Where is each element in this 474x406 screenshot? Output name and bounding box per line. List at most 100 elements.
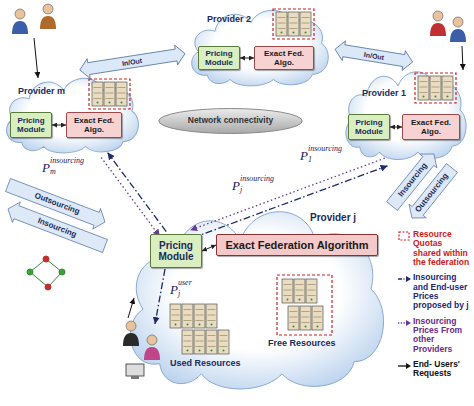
server-slot — [184, 315, 192, 316]
server-slot — [118, 93, 126, 94]
server-slot — [278, 28, 286, 29]
server-slot — [284, 284, 292, 285]
legend-sample — [398, 318, 411, 328]
server-slot — [302, 23, 310, 24]
server-icon — [218, 330, 229, 354]
server-icon — [294, 279, 305, 303]
line-sample — [398, 322, 407, 323]
server-slot — [290, 28, 298, 29]
server-led — [223, 350, 225, 352]
user-body — [40, 16, 56, 29]
price-symbol: P — [42, 160, 50, 176]
legend-text: Resource Quotas shared within the federa… — [413, 230, 472, 267]
provider-title: Provider 2 — [207, 14, 251, 24]
server-led — [305, 326, 307, 328]
user-head — [433, 11, 443, 21]
inout-arrow — [80, 45, 185, 78]
module-link — [52, 125, 66, 126]
server-slot — [278, 17, 286, 18]
request-arrow — [128, 298, 134, 318]
server-led — [423, 96, 425, 98]
server-icon — [194, 304, 205, 328]
server-led — [211, 350, 213, 352]
price-symbol: P — [170, 282, 178, 298]
legend-sample — [398, 361, 411, 371]
server-slot — [420, 81, 428, 82]
module-link — [390, 127, 402, 128]
server-slot — [302, 317, 310, 318]
quota-sample — [399, 232, 409, 240]
price-line — [101, 157, 160, 236]
price-superscript: insourcing — [50, 156, 84, 165]
terminal-icon — [126, 364, 144, 376]
user-head — [15, 9, 25, 19]
box-text: Pricing Module — [154, 240, 198, 263]
server-icon — [104, 82, 115, 106]
server-slot — [118, 98, 126, 99]
server-slot — [184, 320, 192, 321]
server-slot — [208, 309, 216, 310]
quota-outline — [89, 79, 130, 109]
arrowhead-sample — [406, 276, 411, 282]
server-slot — [278, 23, 286, 24]
sourcing-label: Outsourcing — [33, 191, 80, 215]
server-icon — [206, 304, 217, 328]
box-text: Exact Fed. Algo. — [70, 116, 118, 134]
box-text: Pricing Module — [352, 118, 386, 136]
price-superscript: insourcing — [240, 174, 274, 183]
legend-sample — [398, 274, 411, 284]
server-slot — [172, 315, 180, 316]
cloud-shape — [6, 78, 138, 153]
provider-title: Provider 1 — [362, 88, 406, 98]
box-text: Pricing Module — [202, 49, 236, 67]
graph-icon — [27, 256, 65, 290]
server-slot — [444, 92, 452, 93]
server-slot — [290, 322, 298, 323]
pricing-box: Pricing Module — [198, 46, 240, 70]
server-icon — [300, 306, 311, 330]
server-led — [311, 299, 313, 301]
server-slot — [314, 322, 322, 323]
algorithm-box: Exact Federation Algorithm — [216, 234, 378, 256]
price-symbol: P — [300, 148, 308, 164]
server-led — [187, 324, 189, 326]
server-icon — [288, 12, 299, 36]
line-sample — [398, 279, 407, 280]
user-body — [430, 23, 446, 36]
server-slot — [420, 92, 428, 93]
server-icon — [300, 12, 311, 36]
module-link — [240, 58, 254, 59]
server-slot — [106, 98, 114, 99]
provider-title: Provider j — [310, 212, 356, 224]
server-slot — [196, 309, 204, 310]
algorithm-box: Exact Fed. Algo. — [254, 46, 314, 70]
legend-sample — [398, 231, 411, 241]
legend-text: Insourcing and End-user Prices proposed … — [413, 273, 472, 310]
box-text: Exact Federation Algorithm — [225, 239, 368, 252]
price-superscript: insourcing — [308, 144, 342, 153]
server-slot — [196, 341, 204, 342]
server-slot — [208, 320, 216, 321]
legend-row: Resource Quotas shared within the federa… — [398, 230, 472, 267]
user-head — [453, 17, 463, 27]
arrowhead-sample — [406, 363, 411, 369]
server-slot — [284, 290, 292, 291]
server-slot — [196, 335, 204, 336]
pricing-box: Pricing Module — [150, 234, 202, 268]
algorithm-box: Exact Fed. Algo. — [402, 114, 460, 140]
server-slot — [302, 17, 310, 18]
server-slot — [444, 87, 452, 88]
request-arrow — [462, 46, 463, 70]
server-led — [199, 350, 201, 352]
request-arrow — [34, 38, 38, 78]
users-top-right — [430, 11, 466, 42]
box-text: Network connectivity — [188, 116, 274, 126]
server-slot — [208, 346, 216, 347]
server-slot — [220, 346, 228, 347]
box-text: Exact Fed. Algo. — [258, 49, 310, 67]
server-slot — [290, 311, 298, 312]
graph-dot — [45, 284, 51, 290]
edge-label: In/Out — [363, 51, 384, 61]
server-slot — [220, 341, 228, 342]
